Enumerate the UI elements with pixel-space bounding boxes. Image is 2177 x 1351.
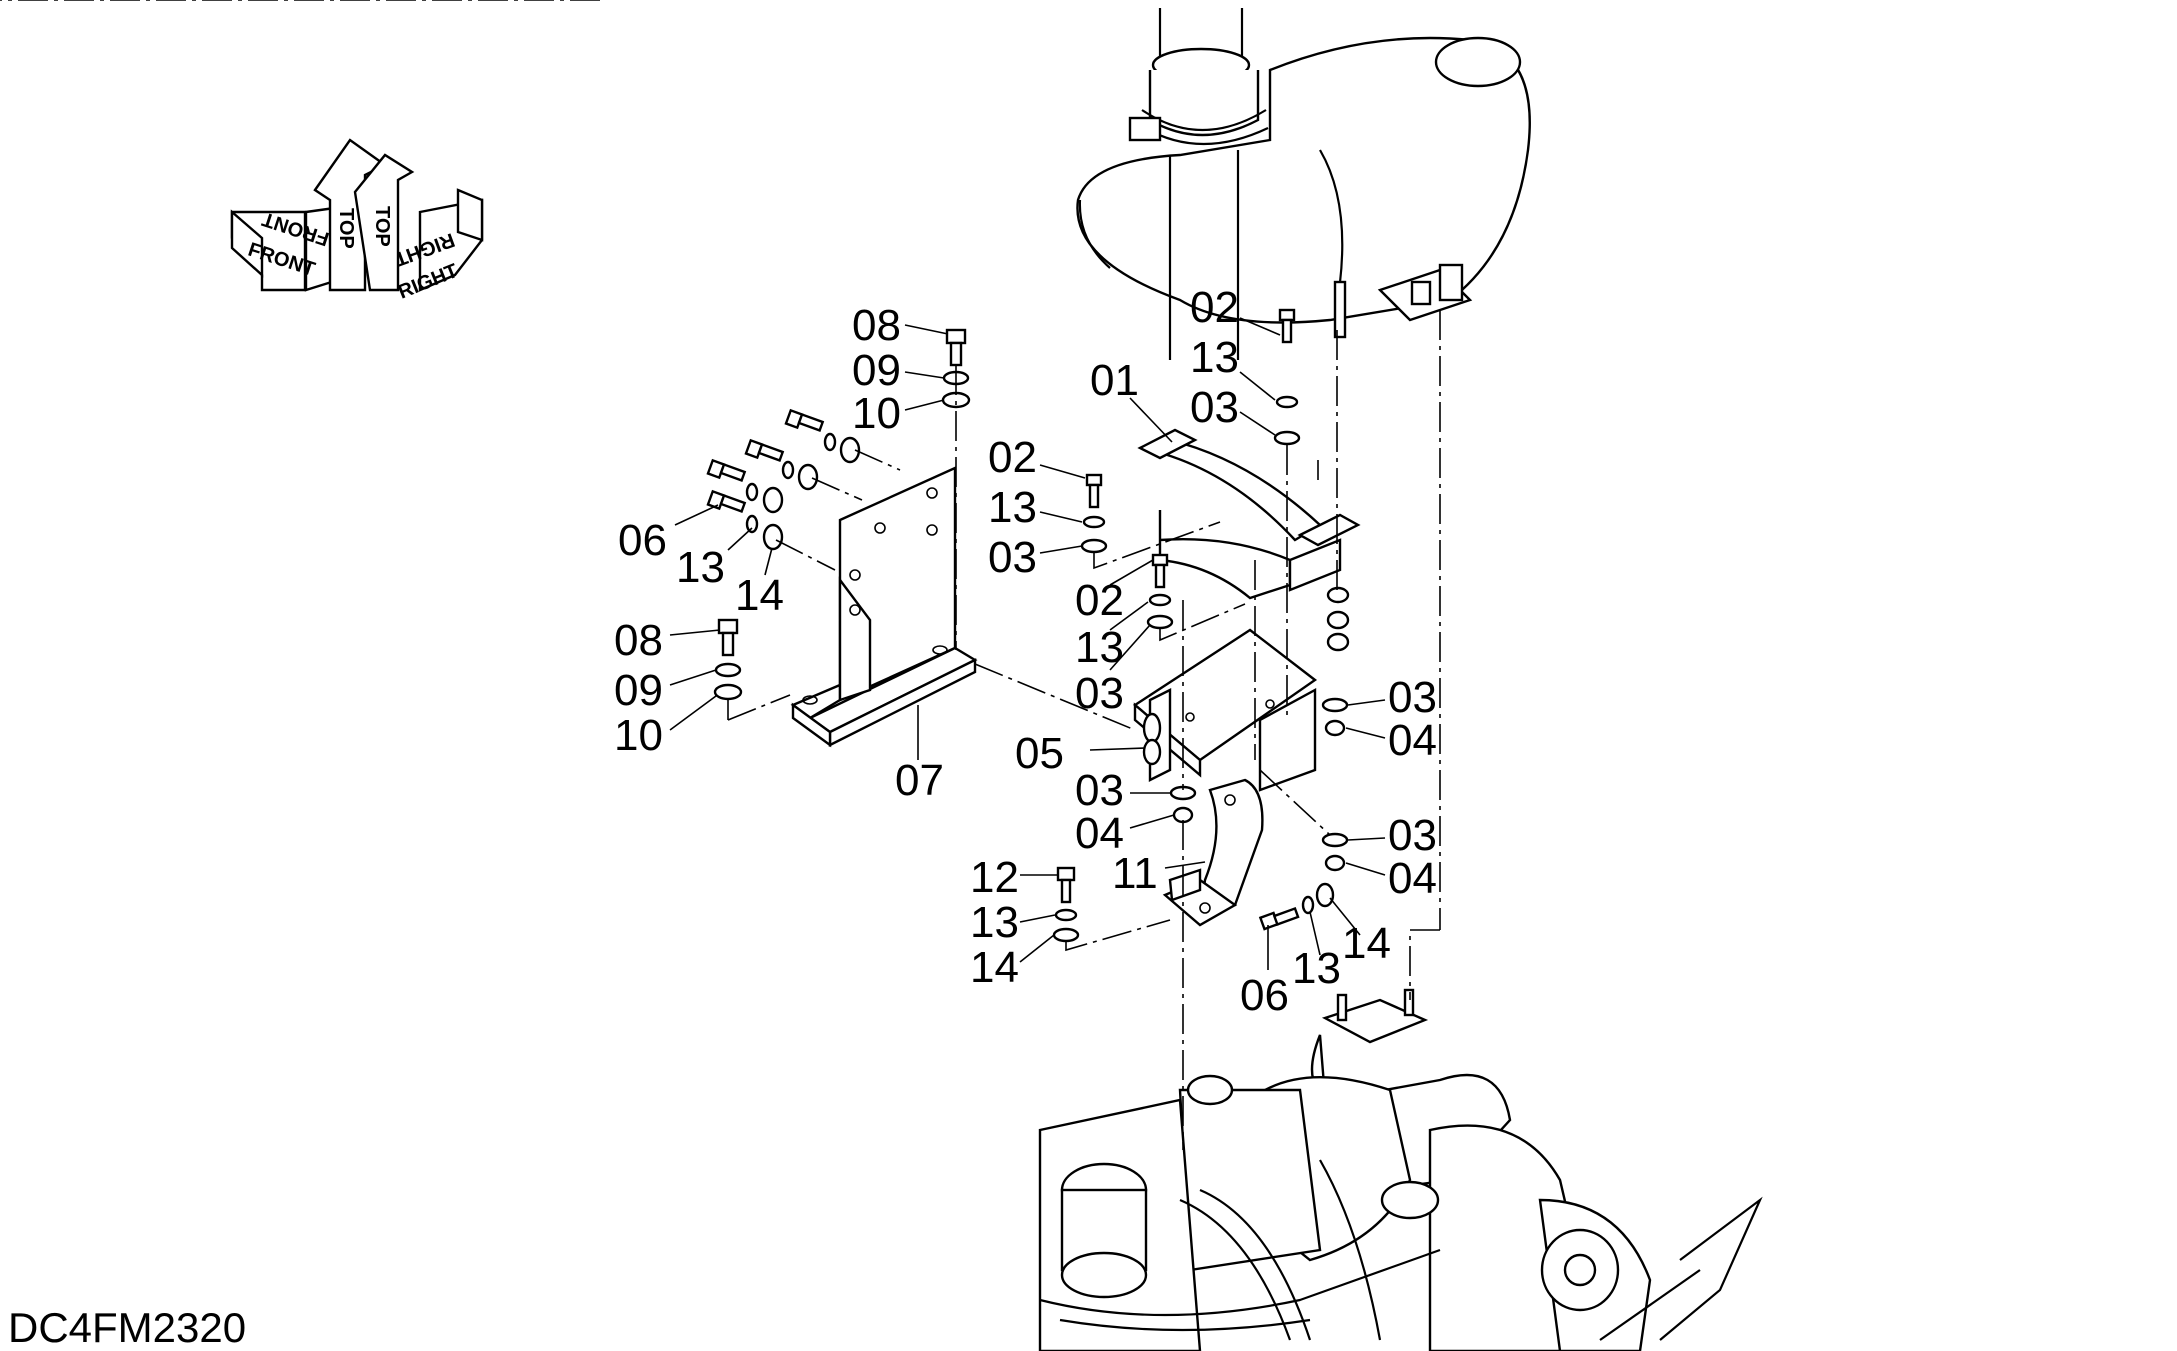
orientation-indicator: FRONT FRONT TOP TOP RIGHT RIGHT xyxy=(230,138,484,304)
bracket-05 xyxy=(1132,628,1318,792)
clamp-01 xyxy=(1137,428,1361,600)
callout-13: 13 xyxy=(676,543,725,592)
callout-labels: 08 09 10 06 13 14 08 09 10 07 01 02 13 0… xyxy=(614,283,1437,1020)
fasteners xyxy=(706,308,1350,943)
callout-14: 14 xyxy=(970,943,1019,992)
callout-02: 02 xyxy=(1075,576,1124,625)
bracket-11 xyxy=(1162,778,1264,927)
callout-13: 13 xyxy=(988,483,1037,532)
orientation-top-mirrored-label: TOP xyxy=(371,206,393,247)
callout-04: 04 xyxy=(1388,716,1437,765)
callout-07: 07 xyxy=(895,756,944,805)
bracket-07 xyxy=(790,466,978,748)
callout-05: 05 xyxy=(1015,729,1064,778)
callout-04: 04 xyxy=(1075,809,1124,858)
callout-13: 13 xyxy=(1190,333,1239,382)
callout-03: 03 xyxy=(1190,383,1239,432)
callout-10: 10 xyxy=(852,389,901,438)
callout-08: 08 xyxy=(614,616,663,665)
assembly-lines xyxy=(0,0,1441,1150)
callout-09: 09 xyxy=(852,346,901,395)
callout-03: 03 xyxy=(988,533,1037,582)
callout-11: 11 xyxy=(1112,849,1158,898)
callout-06: 06 xyxy=(618,516,667,565)
callout-02: 02 xyxy=(988,433,1037,482)
callout-13: 13 xyxy=(970,898,1019,947)
callout-13: 13 xyxy=(1292,944,1341,993)
callout-13: 13 xyxy=(1075,623,1124,672)
engine-assembly xyxy=(1038,988,1763,1351)
callout-12: 12 xyxy=(970,853,1019,902)
orientation-top-label: TOP xyxy=(335,208,357,249)
callout-03: 03 xyxy=(1388,673,1437,722)
callout-06: 06 xyxy=(1240,971,1289,1020)
callout-03: 03 xyxy=(1075,669,1124,718)
callout-10: 10 xyxy=(614,711,663,760)
callout-14: 14 xyxy=(1342,919,1391,968)
callout-03: 03 xyxy=(1388,811,1437,860)
figure-id: DC4FM2320 xyxy=(8,1304,246,1351)
callout-14: 14 xyxy=(735,571,784,620)
leader-lines xyxy=(669,317,1386,970)
muffler-assembly xyxy=(1076,8,1531,360)
callout-09: 09 xyxy=(614,666,663,715)
callout-03: 03 xyxy=(1075,766,1124,815)
callout-04: 04 xyxy=(1388,854,1437,903)
callout-01: 01 xyxy=(1090,356,1139,405)
callout-02: 02 xyxy=(1190,283,1239,332)
callout-08: 08 xyxy=(852,301,901,350)
